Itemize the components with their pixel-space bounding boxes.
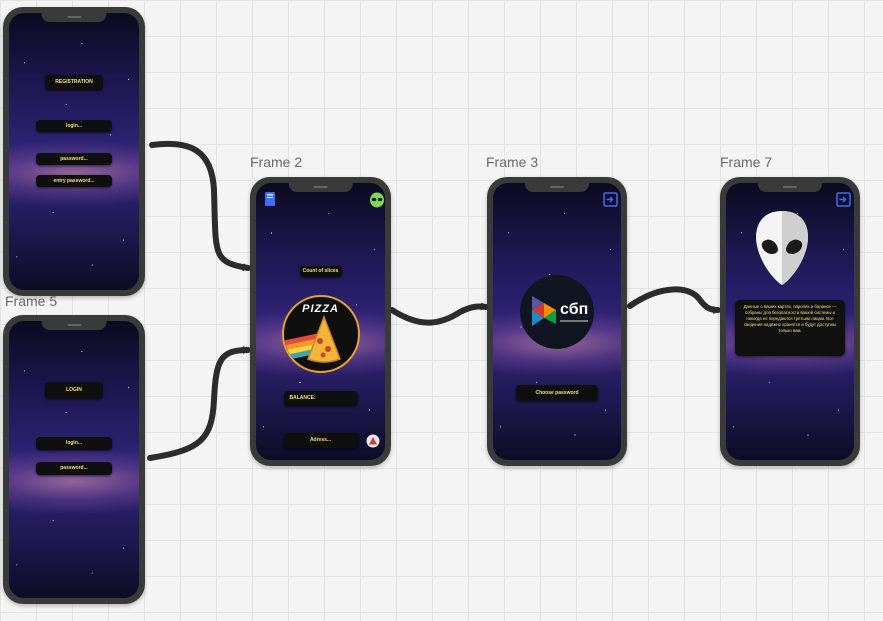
login-button[interactable]: LOGIN [45, 382, 103, 399]
frame7-screen: Данные о ваших картах, паролях и балансе… [726, 183, 854, 460]
warning-icon[interactable] [366, 434, 380, 448]
login-input-2[interactable]: login... [36, 437, 112, 450]
choose-password-input[interactable]: Choose password [516, 385, 598, 401]
frame3-screen: сбп Choose password [493, 183, 621, 460]
frame3-label: Frame 3 [486, 154, 539, 170]
sbp-logo-text: сбп [560, 301, 589, 318]
exit-icon[interactable] [603, 192, 618, 207]
phone-notch [41, 13, 107, 22]
frame2-phone: Count of slices PIZZA BALANCE: Adress... [250, 177, 391, 466]
count-of-slices-field[interactable]: Count of slices [299, 266, 342, 277]
sbp-logo-icon [532, 296, 556, 326]
frame7-label: Frame 7 [720, 154, 773, 170]
balance-field: BALANCE: [283, 391, 358, 406]
frame7-phone: Данные о ваших картах, паролях и балансе… [720, 177, 860, 466]
sbp-logo-subtitle [560, 320, 588, 322]
arrow-register-to-frame2 [149, 140, 251, 272]
password-input-2[interactable]: password... [36, 462, 112, 475]
frame3-phone: сбп Choose password [487, 177, 627, 466]
login-screen: LOGIN login... password... [9, 321, 139, 598]
info-text-box: Данные о ваших картах, паролях и балансе… [735, 300, 845, 356]
sbp-logo: сбп [520, 275, 594, 349]
frame2-screen: Count of slices PIZZA BALANCE: Adress... [256, 183, 385, 460]
arrow-frame3-to-frame7 [627, 286, 721, 314]
registration-phone: REGISTRATION login... password... entry … [3, 7, 145, 296]
pizza-slice-icon [306, 315, 341, 363]
frame2-label: Frame 2 [250, 154, 303, 170]
entry-password-input[interactable]: entry password... [36, 175, 112, 187]
alien-icon[interactable] [369, 192, 385, 208]
alien-head-icon [754, 209, 810, 287]
book-icon[interactable] [264, 191, 276, 207]
phone-notch [41, 321, 107, 330]
login-input[interactable]: login... [36, 120, 112, 132]
frame5-label: Frame 5 [5, 293, 58, 309]
pizza-logo: PIZZA [281, 295, 360, 373]
login-phone: LOGIN login... password... [3, 315, 145, 604]
phone-notch [525, 183, 589, 192]
pizza-logo-text: PIZZA [302, 303, 339, 315]
registration-button[interactable]: REGISTRATION [45, 75, 103, 90]
password-input[interactable]: password... [36, 153, 112, 165]
address-input[interactable]: Adress... [283, 433, 358, 448]
arrow-frame2-to-frame3 [389, 302, 489, 326]
arrow-login-to-frame2 [147, 346, 251, 461]
registration-screen: REGISTRATION login... password... entry … [9, 13, 139, 290]
phone-notch [758, 183, 822, 192]
exit-icon[interactable] [836, 192, 851, 207]
phone-notch [288, 183, 353, 192]
